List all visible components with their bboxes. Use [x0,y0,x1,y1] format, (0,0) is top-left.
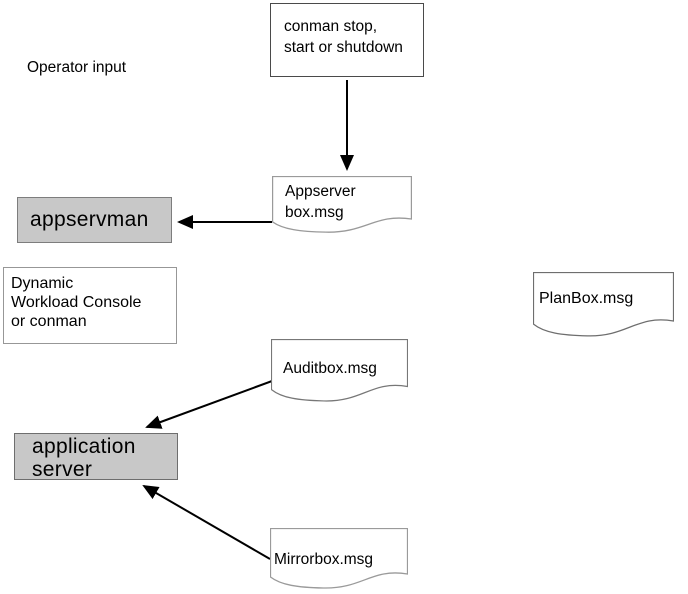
document-auditbox-msg: Auditbox.msg [271,339,408,403]
document-mirrorbox-msg: Mirrorbox.msg [270,528,408,590]
node-appservman: appservman [17,197,172,243]
document-appserver-box-msg: Appserver box.msg [272,176,412,234]
document-shape [272,176,412,233]
node-dynamic-workload-console: Dynamic Workload Console or conman [3,267,177,344]
document-appserver-line1: Appserver [285,183,356,200]
node-conman-command-line1: conman stop, [284,18,378,35]
node-dwc-line1: Dynamic [11,275,74,292]
document-appserver-line2: box.msg [285,204,344,221]
node-dwc-line2: Workload Console [11,294,142,311]
document-mirrorbox-label: Mirrorbox.msg [274,551,374,568]
arrow-auditbox-to-appserver [145,380,273,429]
node-appservman-label: appservman [30,208,149,231]
label-operator-input: Operator input [27,59,127,76]
node-application-server: application server [14,433,178,481]
node-conman-command: conman stop, start or shutdown [270,3,424,77]
node-conman-command-line2: start or shutdown [284,39,403,56]
document-auditbox-label: Auditbox.msg [283,360,377,377]
node-application-server-line1: application [32,435,136,458]
node-dwc-line3: or conman [11,313,87,330]
node-application-server-line2: server [32,458,93,481]
document-planbox-msg: PlanBox.msg [533,272,674,338]
document-shape [270,528,408,589]
arrow-mirrorbox-to-appserver [142,484,271,560]
document-shape [533,272,674,337]
document-planbox-label: PlanBox.msg [539,290,634,307]
document-shape [271,339,408,402]
